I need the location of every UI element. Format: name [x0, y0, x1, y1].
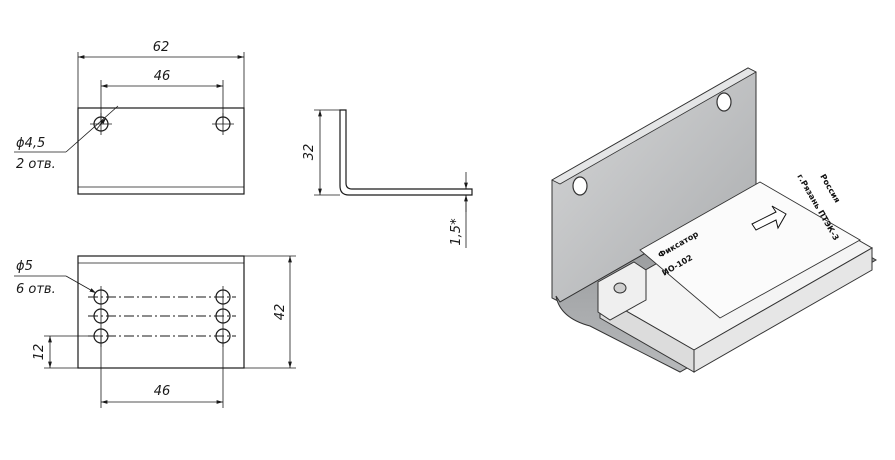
- bottom-hole-diameter-label: ϕ5: [16, 259, 33, 274]
- side-view: 32 1,5*: [302, 109, 473, 248]
- detector-block-slope: [639, 181, 861, 319]
- top-overall-width-label: 62: [153, 40, 170, 55]
- bottom-view-plate: [77, 255, 245, 369]
- label-arrow-icon: [751, 205, 787, 231]
- isometric-view: Россия г.Рязань ПТЭК-3 Фиксатор ИО-102: [551, 67, 877, 373]
- side-thickness-label: 1,5*: [449, 218, 464, 246]
- bottom-hole-spacing-label: 46: [154, 384, 171, 399]
- label-line1: Россия: [818, 173, 842, 205]
- top-hole-diameter-label: ϕ4,5: [16, 136, 45, 151]
- bottom-view: 42 12 46 ϕ5 6 отв.: [14, 255, 296, 408]
- bracket-hole-right: [716, 92, 732, 112]
- leader-line: [65, 105, 119, 153]
- leader-line: [65, 275, 97, 294]
- side-height-label: 32: [302, 144, 317, 161]
- bracket-hole-left: [572, 176, 588, 196]
- bottom-edge-offset-label: 12: [32, 344, 47, 361]
- top-view: 62 46 ϕ4,5 2 отв.: [14, 40, 245, 195]
- top-view-plate: [77, 107, 245, 195]
- bottom-hole-count-label: 6 отв.: [16, 282, 56, 297]
- top-hole-spacing-label: 46: [154, 69, 171, 84]
- bottom-height-label: 42: [273, 304, 288, 321]
- side-view-profile: [339, 109, 473, 196]
- detector-mount-hole: [613, 282, 627, 294]
- top-hole-count-label: 2 отв.: [16, 157, 56, 172]
- bracket-back-wall-edge: [551, 67, 757, 185]
- leader-arrow: [95, 117, 107, 131]
